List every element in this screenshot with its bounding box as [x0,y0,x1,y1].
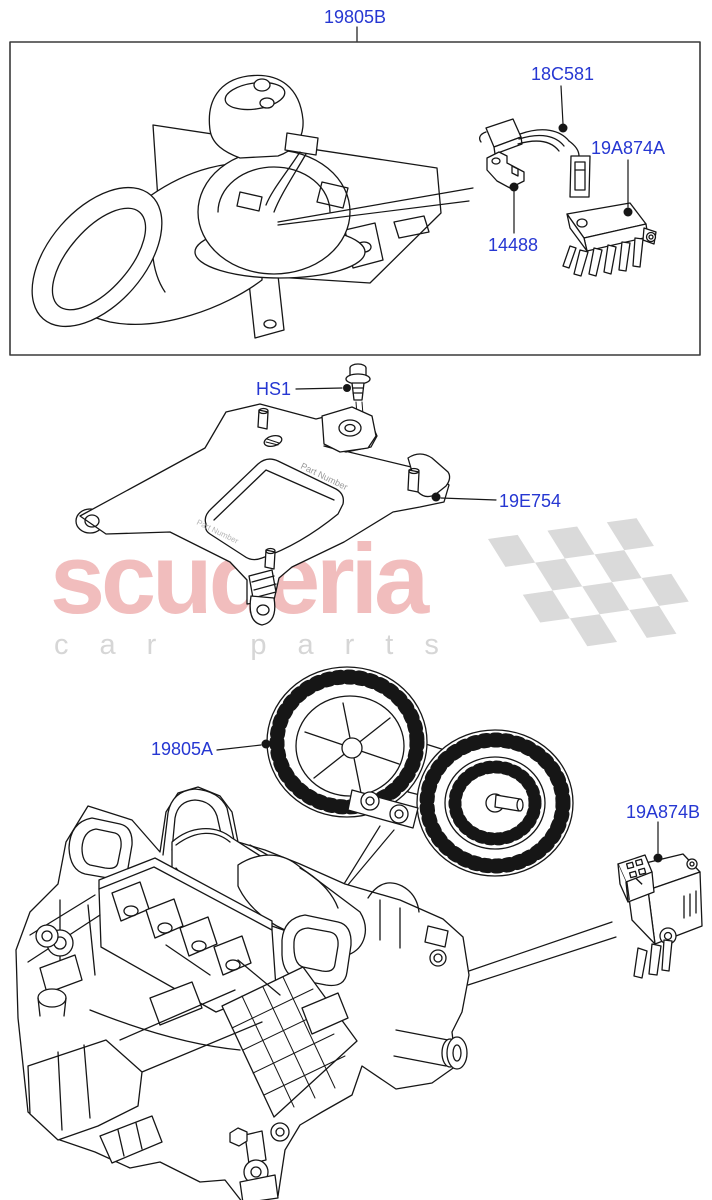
support-bracket-drawing: Part Number Part Number [76,404,450,625]
checkered-flag-graphic [488,518,689,647]
part-label-19805B[interactable]: 19805B [324,7,387,27]
screw-drawing [346,364,370,428]
leader-lines [217,27,658,853]
resistor-front-drawing [563,203,656,276]
heater-housing-drawing [16,787,469,1200]
part-label-19A874B[interactable]: 19A874B [626,802,701,822]
callout-dots [261,123,663,863]
part-label-HS1[interactable]: HS1 [256,379,292,399]
part-label-18C581[interactable]: 18C581 [531,64,595,84]
part-label-19A874A[interactable]: 19A874A [591,138,666,158]
blower-motor-drawing [267,667,573,886]
aux-blower-assembly-drawing [7,75,473,350]
part-label-19E754[interactable]: 19E754 [499,491,562,511]
retaining-clip-drawing [487,152,524,188]
wiring-pigtail-drawing [480,119,590,197]
part-label-19805A[interactable]: 19805A [151,739,214,759]
resistor-rear-drawing [466,854,702,985]
illustration-frame-box [10,42,700,355]
watermark-tagline-text: car parts [54,629,470,661]
part-label-14488[interactable]: 14488 [488,235,539,255]
